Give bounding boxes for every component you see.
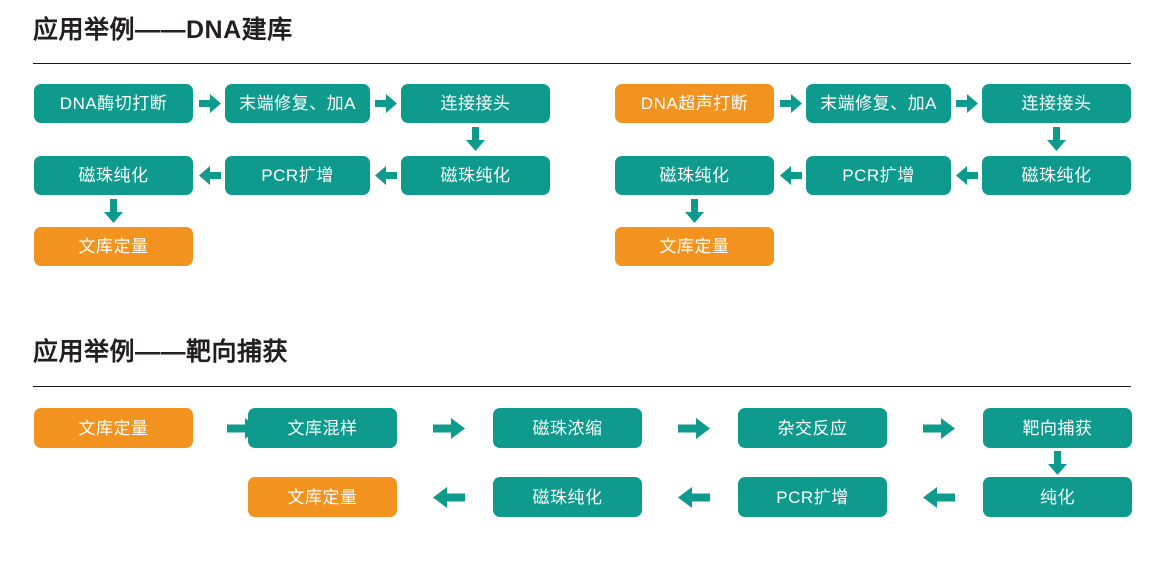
flow-node-sonication-5[interactable]: PCR扩增 <box>806 156 951 195</box>
flow-node-capture-4[interactable]: 杂交反应 <box>738 408 887 448</box>
flow-node-capture-2[interactable]: 文库混样 <box>248 408 397 448</box>
flow-node-sonication-3[interactable]: 连接接头 <box>982 84 1131 123</box>
arrow-right-icon <box>923 418 955 439</box>
flow-node-capture-3[interactable]: 磁珠浓缩 <box>493 408 642 448</box>
flow-node-enzymatic-6[interactable]: 磁珠纯化 <box>34 156 193 195</box>
flow-node-capture-9[interactable]: 文库定量 <box>248 477 397 517</box>
flow-node-capture-1[interactable]: 文库定量 <box>34 408 193 448</box>
section-title-dna-library-prep: 应用举例——DNA建库 <box>33 16 293 44</box>
flow-node-capture-8[interactable]: 磁珠纯化 <box>493 477 642 517</box>
arrow-right-icon <box>780 94 802 113</box>
section-divider-target-capture <box>33 386 1131 387</box>
arrow-left-icon <box>199 166 221 185</box>
flow-node-sonication-6[interactable]: 磁珠纯化 <box>615 156 774 195</box>
flow-node-sonication-7[interactable]: 文库定量 <box>615 227 774 266</box>
arrow-left-icon <box>956 166 978 185</box>
flow-node-enzymatic-7[interactable]: 文库定量 <box>34 227 193 266</box>
arrow-left-icon <box>433 487 465 508</box>
flow-node-enzymatic-3[interactable]: 连接接头 <box>401 84 550 123</box>
arrow-down-icon <box>104 199 123 223</box>
arrow-left-icon <box>375 166 397 185</box>
flow-node-sonication-1[interactable]: DNA超声打断 <box>615 84 774 123</box>
flow-node-enzymatic-1[interactable]: DNA酶切打断 <box>34 84 193 123</box>
arrow-down-icon <box>1047 127 1066 151</box>
flow-node-enzymatic-4[interactable]: 磁珠纯化 <box>401 156 550 195</box>
arrow-down-icon <box>685 199 704 223</box>
arrow-left-icon <box>780 166 802 185</box>
arrow-right-icon <box>433 418 465 439</box>
flow-node-enzymatic-2[interactable]: 末端修复、加A <box>225 84 370 123</box>
flow-node-capture-6[interactable]: 纯化 <box>983 477 1132 517</box>
flow-node-capture-5[interactable]: 靶向捕获 <box>983 408 1132 448</box>
flow-node-enzymatic-5[interactable]: PCR扩增 <box>225 156 370 195</box>
arrow-right-icon <box>375 94 397 113</box>
flow-node-sonication-2[interactable]: 末端修复、加A <box>806 84 951 123</box>
arrow-down-icon <box>1048 451 1067 475</box>
arrow-left-icon <box>678 487 710 508</box>
section-title-target-capture: 应用举例——靶向捕获 <box>33 338 289 366</box>
arrow-right-icon <box>678 418 710 439</box>
section-divider-dna-library-prep <box>33 63 1131 64</box>
arrow-right-icon <box>956 94 978 113</box>
flow-node-capture-7[interactable]: PCR扩增 <box>738 477 887 517</box>
arrow-down-icon <box>466 127 485 151</box>
arrow-left-icon <box>923 487 955 508</box>
arrow-right-icon <box>199 94 221 113</box>
flow-node-sonication-4[interactable]: 磁珠纯化 <box>982 156 1131 195</box>
